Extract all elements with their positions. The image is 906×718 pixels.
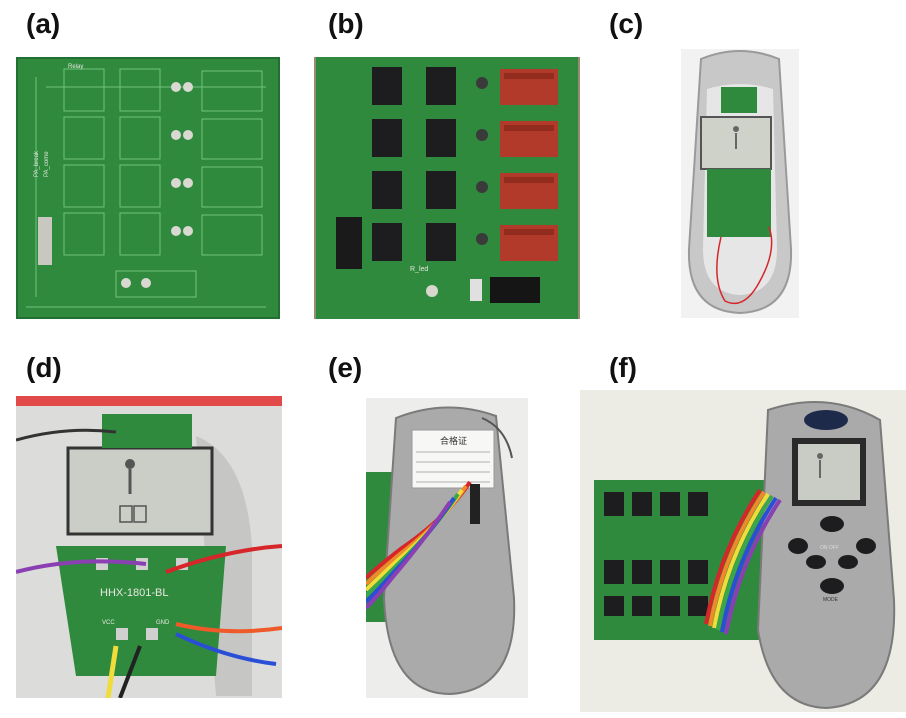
panel-label-d: (d) [26,352,62,383]
photo-device-open [681,49,799,318]
pcb-r-led-label: R_led [410,266,428,273]
photo-bare-pcb: Relay PA_break PA_come [16,57,280,319]
panel-label-b: (b) [328,8,364,39]
panel-label-e: (e) [328,352,363,383]
photo-assembled-system: ON OFF MODE [580,390,906,712]
panel-label-a: (a) [26,8,61,39]
board-gnd-label: GND [156,620,170,626]
pcb-pa-come-label: PA_come [44,151,50,177]
device-mode-label: MODE [823,597,839,603]
pcb-pa-break-label: PA_break [34,150,40,177]
photo-device-back: 合格证 [366,398,528,698]
cert-title: 合格证 [440,435,467,446]
photo-populated-pcb: R_led [314,57,580,319]
panel-label-c: (c) [609,8,644,39]
board-marking: HHX-1801-BL [100,587,168,599]
device-on-off-label: ON OFF [820,545,839,551]
board-vcc-label: VCC [102,620,115,626]
photo-control-board: HHX-1801-BL VCC GND [16,396,282,698]
panel-label-f: (f) [609,352,637,383]
pcb-relay-label: Relay [68,64,83,70]
